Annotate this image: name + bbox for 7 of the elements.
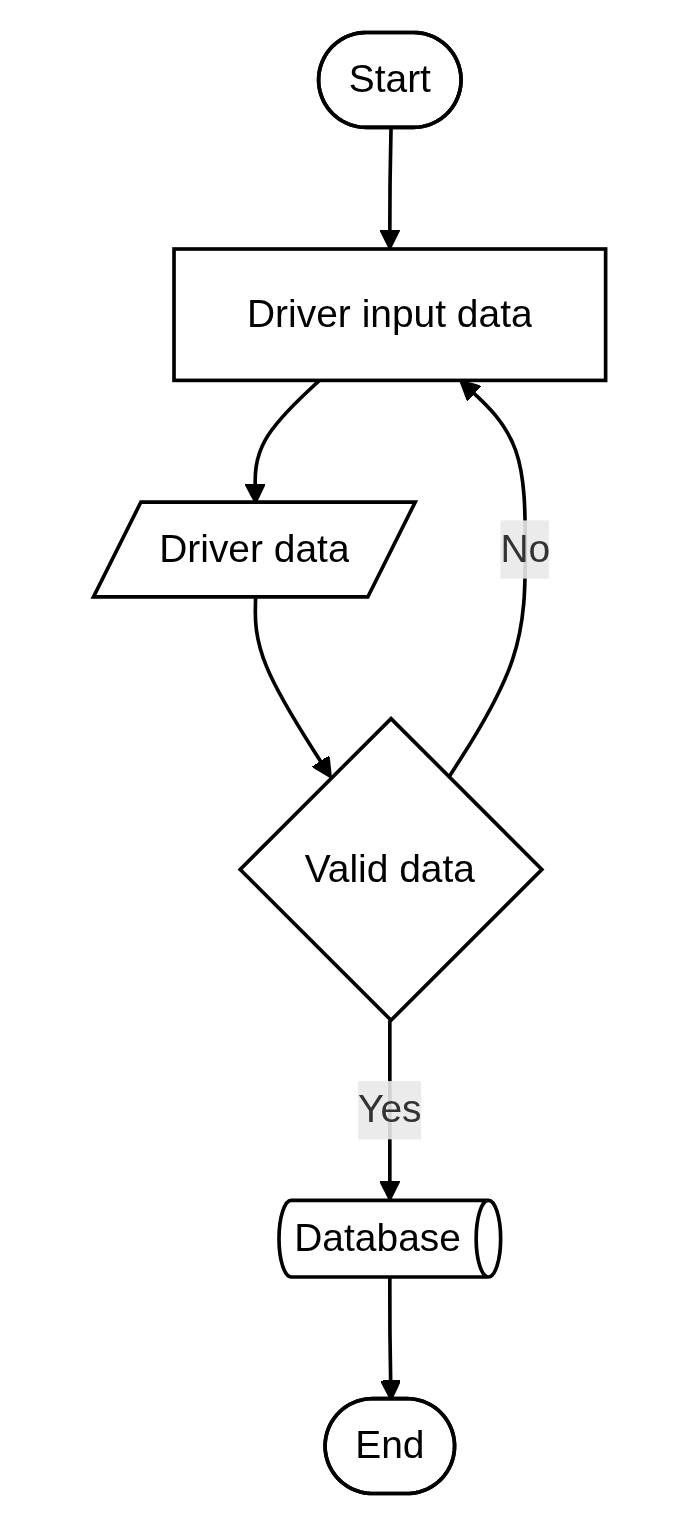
node-text: Database — [294, 1216, 461, 1259]
edge-label: Yes — [358, 1088, 422, 1130]
edge-label: No — [500, 527, 551, 569]
node-diamond: Valid data — [237, 716, 545, 1023]
arrow — [379, 128, 401, 250]
node-box: Driver input data — [172, 247, 608, 383]
arrow — [253, 598, 332, 779]
